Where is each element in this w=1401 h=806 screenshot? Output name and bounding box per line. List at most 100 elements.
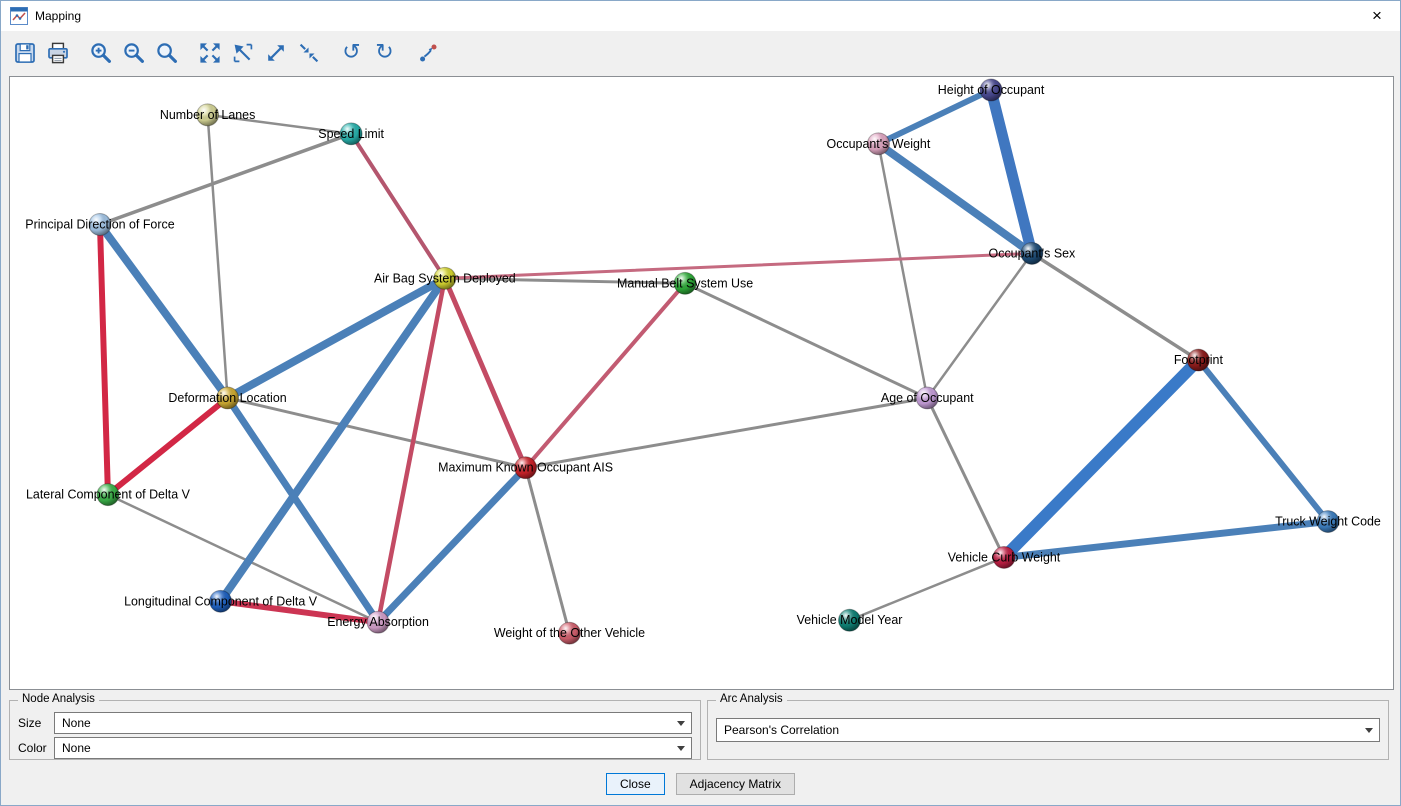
dropdown-arrow-icon xyxy=(1359,720,1378,740)
edge-footprint--vehicle_curb_weight[interactable] xyxy=(998,354,1205,564)
edge-number_of_lanes--deformation_location[interactable] xyxy=(206,113,229,400)
node-label-lateral_delta_v: Lateral Component of Delta V xyxy=(26,488,191,502)
edge-longitudinal_delta_v--energy_absorption[interactable] xyxy=(217,598,382,626)
node-label-truck_weight_code: Truck Weight Code xyxy=(1275,515,1381,529)
dropdown-arrow-icon xyxy=(671,714,690,732)
node-footprint[interactable] xyxy=(1186,348,1210,372)
edge-max_known_ais--weight_other_vehicle[interactable] xyxy=(524,466,571,635)
edge-principal_direction--deformation_location[interactable] xyxy=(95,220,232,402)
edge-deformation_location--energy_absorption[interactable] xyxy=(224,394,382,626)
node-vehicle_curb_weight[interactable] xyxy=(992,545,1016,569)
edge-speed_limit--air_bag[interactable] xyxy=(349,131,447,281)
node-occupants_sex[interactable] xyxy=(1020,241,1044,265)
node-manual_belt[interactable] xyxy=(673,271,697,295)
node-height_of_occupant[interactable] xyxy=(979,78,1003,102)
node-energy_absorption[interactable] xyxy=(366,610,390,634)
node-max_known_ais[interactable] xyxy=(514,456,538,480)
node-label-number_of_lanes: Number of Lanes xyxy=(160,108,255,122)
edge-occupants_sex--footprint[interactable] xyxy=(1030,251,1201,362)
edge-air_bag--manual_belt[interactable] xyxy=(443,276,687,285)
edge-max_known_ais--manual_belt[interactable] xyxy=(523,281,688,470)
window-close-button[interactable]: × xyxy=(1354,1,1400,31)
edge-speed_limit--principal_direction[interactable] xyxy=(98,132,353,227)
edge-max_known_ais--age_of_occupant[interactable] xyxy=(524,396,929,470)
edge-vehicle_model_year--vehicle_curb_weight[interactable] xyxy=(848,556,1006,622)
zoom-in-icon[interactable] xyxy=(84,37,117,70)
arc-analysis-select[interactable]: Pearson's Correlation xyxy=(716,718,1380,742)
node-occupants_weight[interactable] xyxy=(866,132,890,156)
node-label-age_of_occupant: Age of Occupant xyxy=(881,391,974,405)
node-weight_other_vehicle[interactable] xyxy=(557,621,581,645)
size-label: Size xyxy=(18,716,42,730)
node-label-speed_limit: Speed Limit xyxy=(318,127,384,141)
edge-height_of_occupant--occupants_weight[interactable] xyxy=(875,86,995,147)
edge-number_of_lanes--speed_limit[interactable] xyxy=(206,113,353,136)
edge-occupants_sex--age_of_occupant[interactable] xyxy=(926,252,1034,400)
edge-occupants_weight--age_of_occupant[interactable] xyxy=(877,142,929,400)
edge-deformation_location--lateral_delta_v[interactable] xyxy=(104,394,231,498)
edge-truck_weight_code--vehicle_curb_weight[interactable] xyxy=(1000,518,1332,561)
expand-icon[interactable] xyxy=(259,37,292,70)
toolbar-separator xyxy=(401,37,411,70)
edge-deformation_location--air_bag[interactable] xyxy=(223,274,449,402)
node-vehicle_model_year[interactable] xyxy=(838,608,861,632)
node-analysis-title: Node Analysis xyxy=(18,693,99,705)
toolbar-separator xyxy=(325,37,335,70)
close-button[interactable]: Close xyxy=(605,773,665,795)
rotate-ccw-icon[interactable]: ↺ xyxy=(342,40,361,65)
zoom-out-icon[interactable] xyxy=(117,37,150,70)
node-size-value: None xyxy=(62,716,91,730)
node-truck_weight_code[interactable] xyxy=(1316,510,1340,534)
node-color-select[interactable]: None xyxy=(54,737,692,759)
zoom-icon[interactable] xyxy=(150,37,183,70)
run-layout-icon[interactable] xyxy=(411,37,444,70)
node-number_of_lanes[interactable] xyxy=(196,103,220,127)
edge-deformation_location--max_known_ais[interactable] xyxy=(226,396,528,470)
arc-analysis-title: Arc Analysis xyxy=(716,693,787,705)
edge-air_bag--occupants_sex[interactable] xyxy=(443,251,1034,280)
node-label-principal_direction: Principal Direction of Force xyxy=(25,218,174,232)
edge-principal_direction--lateral_delta_v[interactable] xyxy=(96,221,111,498)
toolbar-separator xyxy=(74,37,84,70)
edge-height_of_occupant--occupants_sex[interactable] xyxy=(985,84,1038,259)
collapse-icon[interactable] xyxy=(292,37,325,70)
rotate-cw-icon[interactable]: ↻ xyxy=(375,40,394,65)
node-label-manual_belt: Manual Belt System Use xyxy=(617,276,753,290)
edge-age_of_occupant--vehicle_curb_weight[interactable] xyxy=(925,396,1006,559)
node-label-occupants_sex: Occupant's Sex xyxy=(989,246,1076,260)
arc-analysis-value: Pearson's Correlation xyxy=(724,723,840,737)
edge-air_bag--longitudinal_delta_v[interactable] xyxy=(216,274,449,606)
node-label-footprint: Footprint xyxy=(1174,353,1224,367)
node-speed_limit[interactable] xyxy=(339,122,363,146)
save-icon[interactable] xyxy=(8,37,41,70)
node-size-select[interactable]: None xyxy=(54,712,692,734)
edge-lateral_delta_v--energy_absorption[interactable] xyxy=(106,493,380,624)
toolbar: ↺↻ xyxy=(1,31,1400,75)
titlebar: Mapping × xyxy=(1,1,1400,31)
edge-air_bag--energy_absorption[interactable] xyxy=(375,276,448,625)
edge-energy_absorption--max_known_ais[interactable] xyxy=(374,464,530,626)
print-icon[interactable] xyxy=(41,37,74,70)
button-row: Close Adjacency Matrix xyxy=(1,773,1400,795)
edge-air_bag--max_known_ais[interactable] xyxy=(442,275,529,471)
edge-manual_belt--age_of_occupant[interactable] xyxy=(683,281,929,400)
node-deformation_location[interactable] xyxy=(216,386,240,410)
adjacency-matrix-button[interactable]: Adjacency Matrix xyxy=(675,773,796,795)
node-label-max_known_ais: Maximum Known Occupant AIS xyxy=(438,461,613,475)
arc-analysis-group: Arc Analysis Pearson's Correlation xyxy=(707,693,1389,760)
node-principal_direction[interactable] xyxy=(88,213,112,236)
node-age_of_occupant[interactable] xyxy=(915,386,939,410)
fit-view-icon[interactable] xyxy=(193,37,226,70)
node-label-energy_absorption: Energy Absorption xyxy=(327,615,429,629)
close-icon: × xyxy=(1372,6,1382,25)
node-air_bag[interactable] xyxy=(433,266,457,290)
node-longitudinal_delta_v[interactable] xyxy=(209,589,233,613)
pan-corner-icon[interactable] xyxy=(226,37,259,70)
edge-footprint--truck_weight_code[interactable] xyxy=(1195,357,1331,525)
node-lateral_delta_v[interactable] xyxy=(96,483,120,507)
node-label-weight_other_vehicle: Weight of the Other Vehicle xyxy=(494,626,645,640)
edge-occupants_weight--occupants_sex[interactable] xyxy=(874,139,1036,258)
